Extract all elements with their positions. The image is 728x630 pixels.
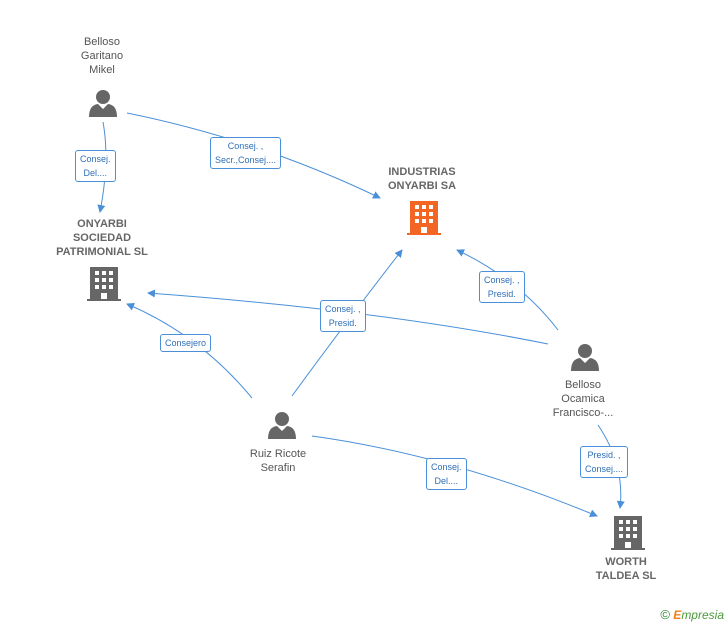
node-label-line: Garitano xyxy=(80,50,124,62)
node-label-line: Francisco-... xyxy=(552,407,614,419)
edge-label-line: Presid. , xyxy=(587,450,621,460)
node-label-line: Serafin xyxy=(260,462,296,474)
edge-label-line: Consej. , xyxy=(325,304,361,314)
node-label-worth-taldea[interactable]: WORTH TALDEA SL xyxy=(576,555,676,583)
node-label-line: SOCIEDAD xyxy=(72,232,132,244)
node-label-belloso-garitano[interactable]: Belloso Garitano Mikel xyxy=(52,35,152,77)
node-label-line: ONYARBI xyxy=(77,218,127,230)
edge-label-line: Consej. xyxy=(80,154,111,164)
edge-label-line: Presid. xyxy=(487,289,516,299)
brand-name: mpresia xyxy=(681,608,724,622)
node-label-line: Belloso xyxy=(564,379,602,391)
edge-label-ocamica-worth[interactable]: Presid. , Consej.... xyxy=(580,446,629,478)
brand-initial: E xyxy=(673,608,682,622)
person-icon[interactable] xyxy=(268,412,296,439)
node-label-line: PATRIMONIAL SL xyxy=(56,246,148,258)
node-label-line: INDUSTRIAS xyxy=(388,166,456,178)
node-label-line: WORTH xyxy=(605,556,647,568)
building-icon-main[interactable] xyxy=(407,201,441,235)
edge-label-line: Presid. xyxy=(328,318,357,328)
edge-label-ocamica-industrias[interactable]: Consej. , Presid. xyxy=(479,271,525,303)
node-label-line: Belloso xyxy=(83,36,121,48)
edge-label-line: Consej. , xyxy=(484,275,520,285)
node-label-ruiz-ricote[interactable]: Ruiz Ricote Serafin xyxy=(228,447,328,475)
building-icon[interactable] xyxy=(611,516,645,550)
node-label-belloso-ocamica[interactable]: Belloso Ocamica Francisco-... xyxy=(533,378,633,420)
edge-label-line: Consej. , xyxy=(227,141,264,151)
copyright-symbol: © xyxy=(660,607,670,622)
edge-label-ruiz-industrias[interactable]: Consej. , Presid. xyxy=(320,300,366,332)
person-icon[interactable] xyxy=(89,90,117,117)
empresia-logo[interactable]: © Empresia xyxy=(660,607,724,622)
edge-label-ruiz-onyarbi-sociedad[interactable]: Consejero xyxy=(160,334,212,352)
node-label-line: Ocamica xyxy=(561,393,605,405)
node-label-onyarbi-sociedad[interactable]: ONYARBI SOCIEDAD PATRIMONIAL SL xyxy=(42,217,162,259)
edge-label-garitano-industrias[interactable]: Consej. , Secr.,Consej.... xyxy=(210,137,282,169)
edge-label-ruiz-worth[interactable]: Consej. Del.... xyxy=(426,458,467,490)
node-label-line: Mikel xyxy=(89,64,115,76)
edge-label-line: Del.... xyxy=(83,168,108,178)
edge-label-line: Consej.... xyxy=(585,464,624,474)
building-icon[interactable] xyxy=(87,267,121,301)
node-label-line: Ruiz Ricote xyxy=(249,448,307,460)
person-icon[interactable] xyxy=(571,344,599,371)
edge-label-line: Del.... xyxy=(434,476,459,486)
node-label-industrias-onyarbi[interactable]: INDUSTRIAS ONYARBI SA xyxy=(362,165,482,193)
node-label-line: ONYARBI SA xyxy=(387,180,457,192)
edge-label-line: Secr.,Consej.... xyxy=(215,155,277,165)
edge-label-line: Consej. xyxy=(431,462,462,472)
edge-label-garitano-onyarbi-sociedad[interactable]: Consej. Del.... xyxy=(75,150,116,182)
node-label-line: TALDEA SL xyxy=(595,570,657,582)
edge-label-line: Consejero xyxy=(165,338,207,348)
